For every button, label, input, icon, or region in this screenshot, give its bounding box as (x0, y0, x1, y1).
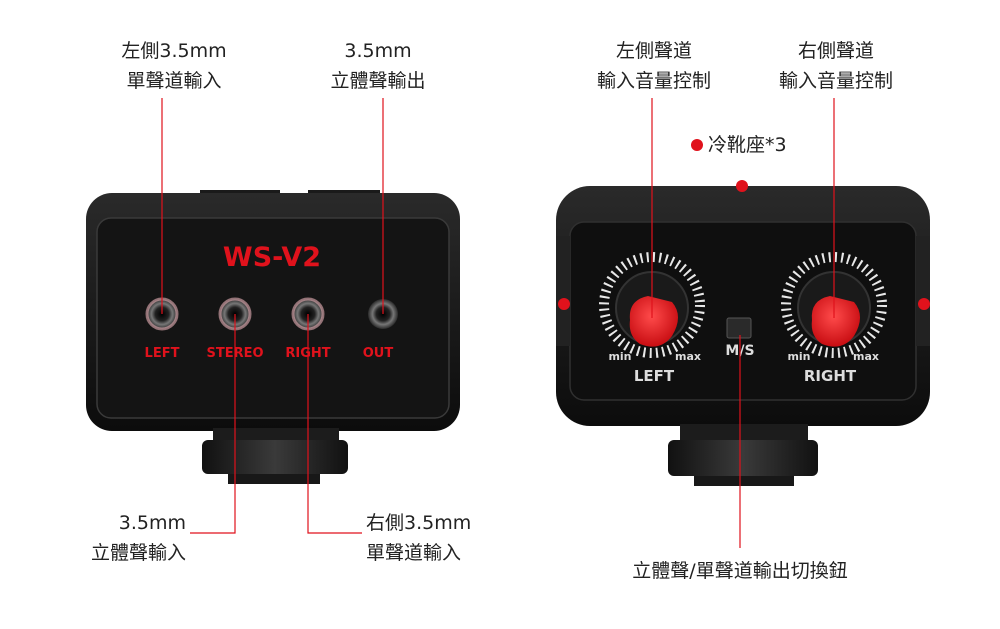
front-view-device: WS-V2 LEFT STEREO RIGHT OUT (86, 190, 460, 484)
right-knob-scale (781, 252, 887, 358)
legend-dot (691, 139, 703, 151)
left-knob-scale (599, 252, 705, 358)
model-label: WS-V2 (223, 242, 321, 273)
knob-max-label: max (675, 350, 701, 363)
callout-switch: 立體聲/單聲道輸出切換鈕 (632, 560, 848, 582)
ms-switch (726, 317, 752, 339)
port-label: OUT (363, 346, 394, 361)
callout-lines (161, 98, 835, 548)
knob-min-label: min (608, 350, 631, 363)
callout-cold-shoe: 冷靴座*3 (708, 134, 787, 156)
cold-shoe-dots (558, 139, 930, 310)
knob-max-label: max (853, 350, 879, 363)
left-volume-knob (629, 296, 678, 347)
knob-label-right: RIGHT (804, 367, 857, 385)
back-view-device: min max min max M/S LEFT RIGHT (556, 186, 930, 486)
port-label: LEFT (145, 346, 180, 361)
callout-right-volume: 右側聲道 輸入音量控制 (778, 40, 893, 92)
knob-label-left: LEFT (634, 367, 675, 385)
right-volume-knob (811, 296, 860, 347)
callout-stereo-out: 3.5mm 立體聲輸出 (330, 40, 426, 92)
callout-left-mono-in: 左側3.5mm 單聲道輸入 (121, 40, 227, 92)
knob-min-label: min (787, 350, 810, 363)
callout-right-mono-in: 右側3.5mm 單聲道輸入 (366, 512, 472, 564)
callout-stereo-in: 3.5mm 立體聲輸入 (90, 512, 186, 564)
callout-left-volume: 左側聲道 輸入音量控制 (596, 40, 711, 92)
